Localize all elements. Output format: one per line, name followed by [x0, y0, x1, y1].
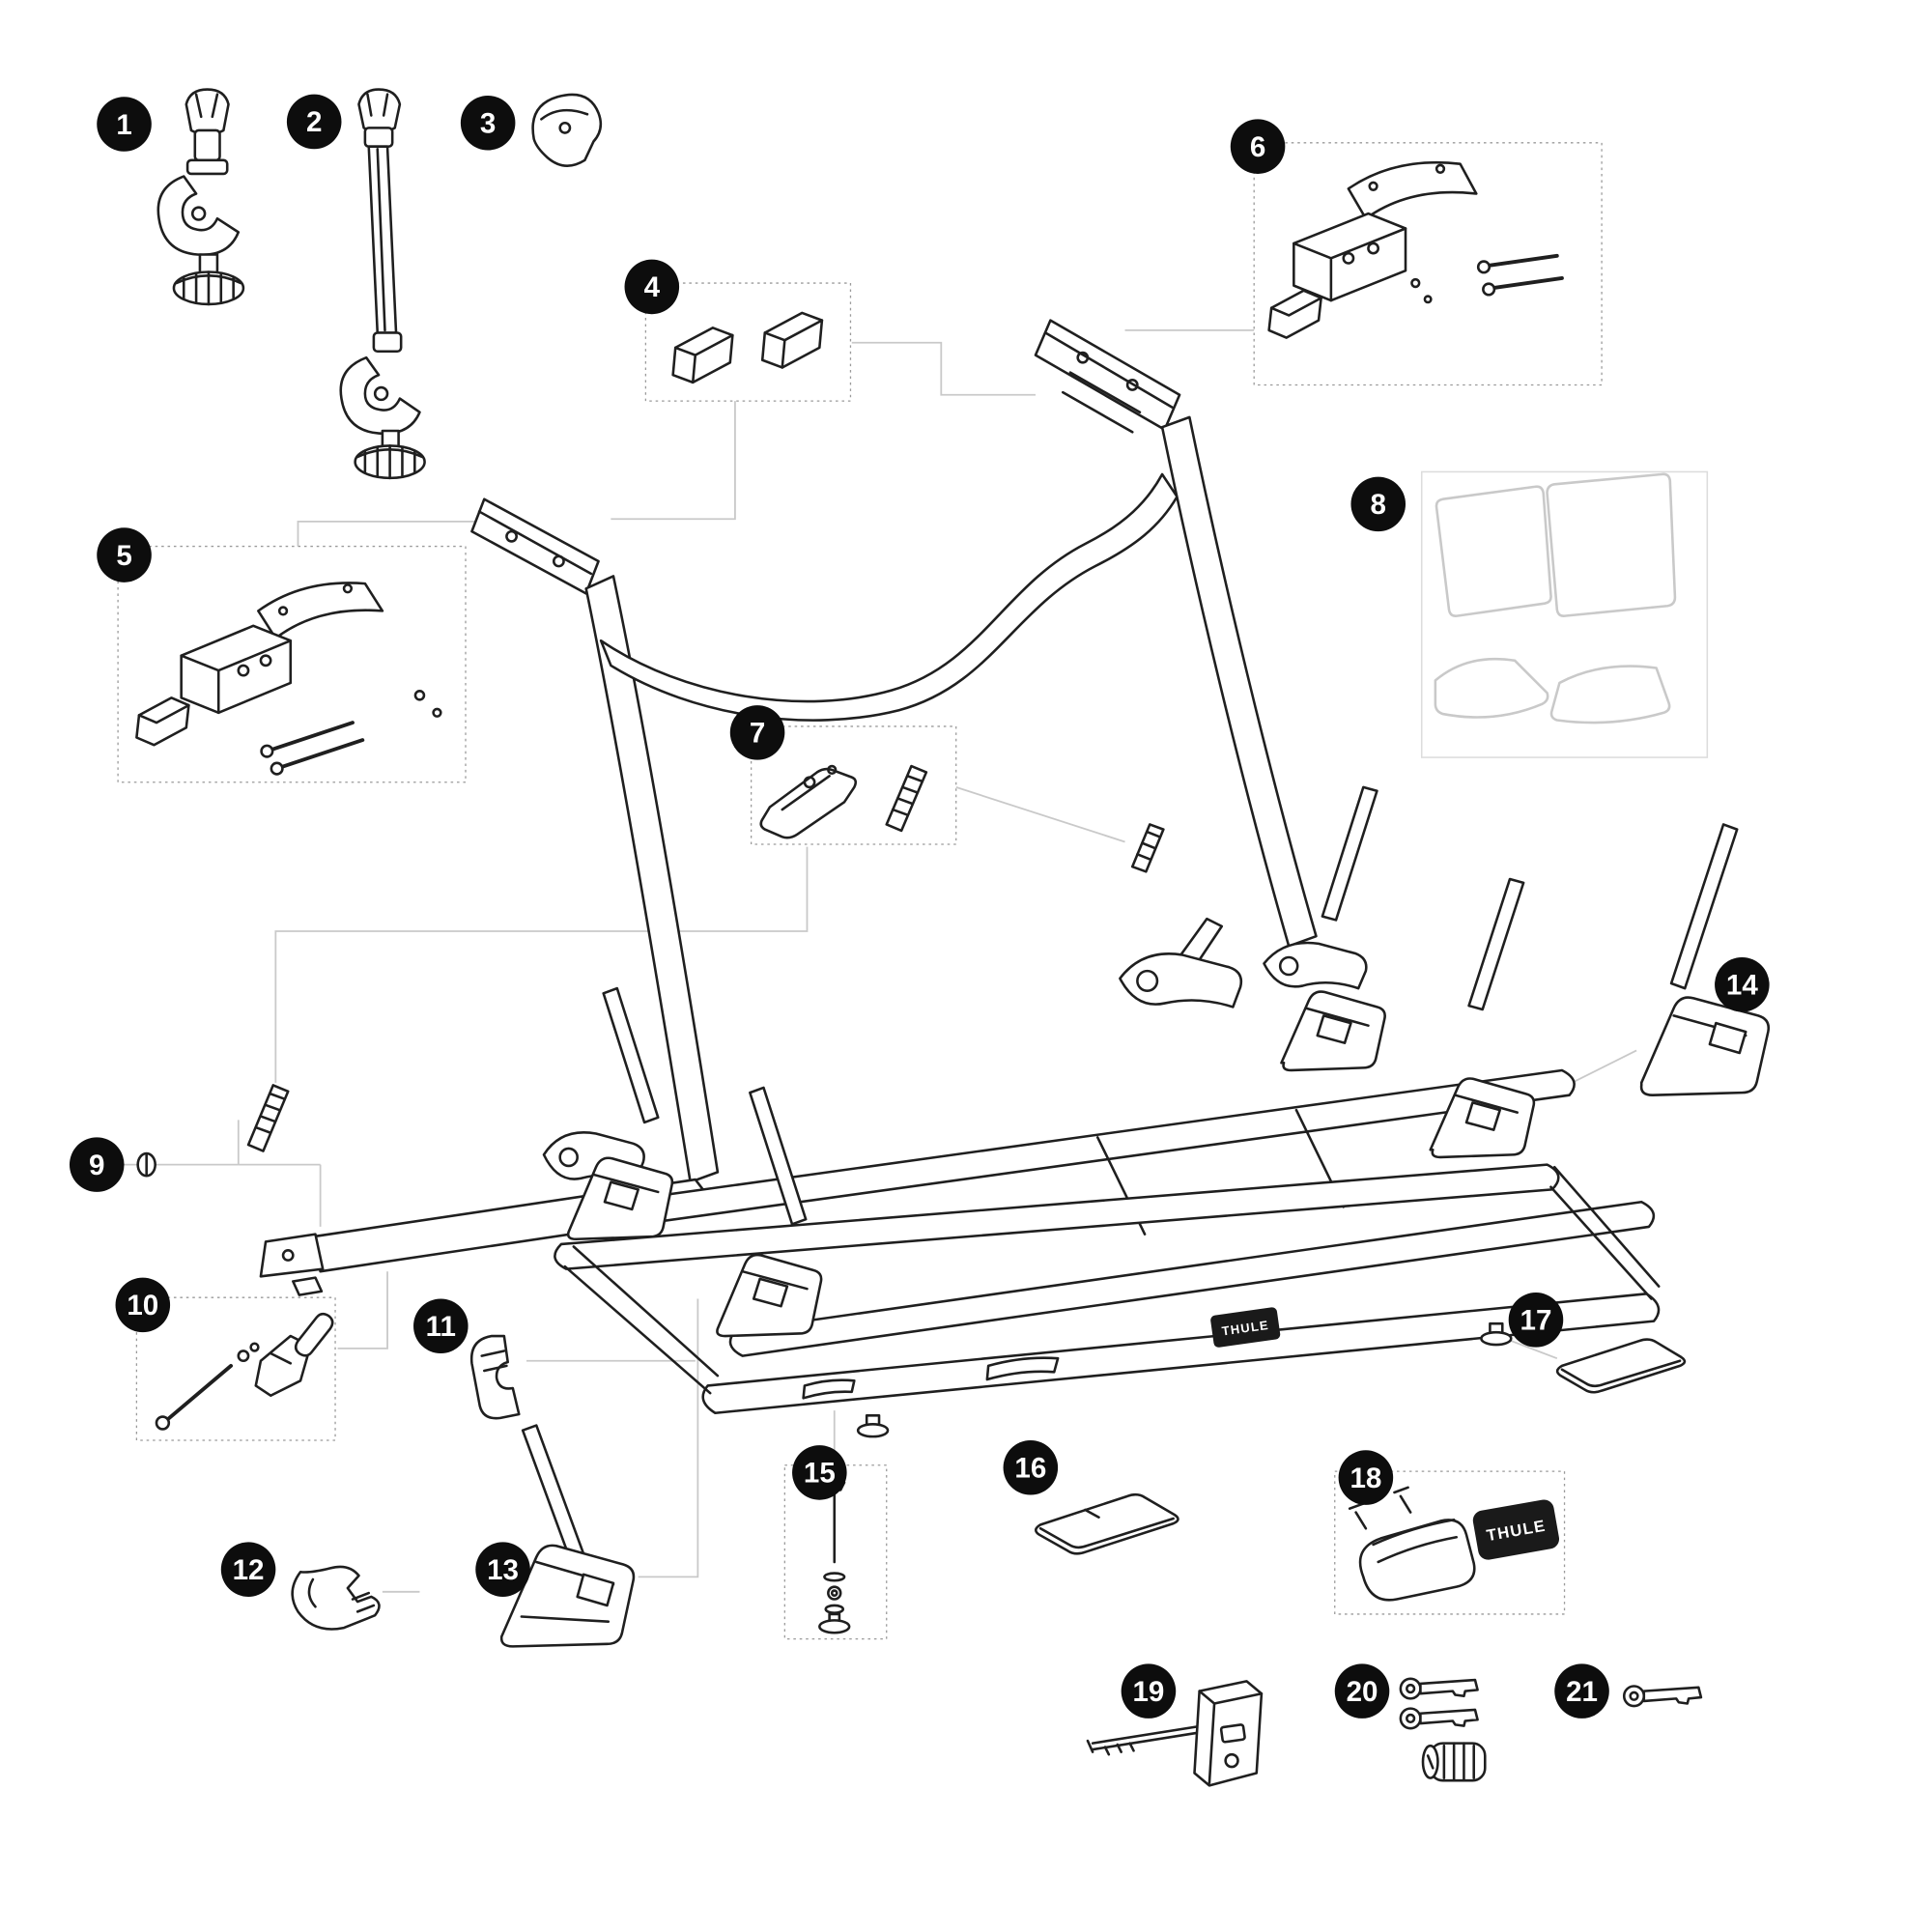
svg-text:12: 12	[233, 1554, 265, 1586]
bike-rack-platform-illustration: THULE	[542, 785, 1661, 1438]
wheel-holder-with-strap-right-illustration	[1639, 823, 1771, 1096]
part-badge-12: 12	[220, 1542, 276, 1597]
lock-barrel-with-key-illustration	[1086, 1680, 1264, 1787]
cover-strip-illustration	[1035, 1492, 1179, 1555]
thule-logo-text: THULE	[1221, 1318, 1270, 1339]
key-illustration	[1622, 1685, 1703, 1708]
mounting-bracket-kit-left-illustration	[135, 582, 442, 776]
part-badge-7: 7	[729, 705, 785, 760]
svg-text:6: 6	[1250, 131, 1265, 163]
svg-text:19: 19	[1133, 1676, 1165, 1708]
svg-text:3: 3	[480, 108, 496, 140]
svg-text:11: 11	[426, 1311, 456, 1343]
svg-text:5: 5	[116, 540, 131, 572]
svg-text:4: 4	[644, 271, 661, 303]
svg-text:18: 18	[1350, 1463, 1381, 1494]
keys-and-lock-cylinder-illustration	[1399, 1677, 1487, 1782]
end-cap-logo-kit-illustration: THULE	[1348, 1486, 1560, 1602]
plug-illustration	[136, 1151, 156, 1178]
svg-text:14: 14	[1726, 970, 1758, 1002]
part-badge-21: 21	[1554, 1663, 1609, 1719]
protective-pads-illustration	[1434, 472, 1677, 724]
part-badge-16: 16	[1003, 1440, 1059, 1495]
part-badge-1: 1	[97, 97, 152, 152]
thule-logo-cap: THULE	[1472, 1499, 1560, 1560]
frame-holder-clamp-short-illustration	[156, 88, 245, 306]
part-badge-14: 14	[1715, 957, 1770, 1012]
svg-text:13: 13	[487, 1554, 519, 1586]
part-badge-5: 5	[97, 527, 152, 582]
part-badge-10: 10	[115, 1277, 171, 1333]
svg-text:9: 9	[89, 1150, 104, 1181]
part-badge-18: 18	[1338, 1450, 1394, 1505]
svg-text:20: 20	[1347, 1676, 1378, 1708]
svg-text:10: 10	[127, 1290, 158, 1321]
wheel-holder-with-strap-illustration	[499, 1424, 636, 1648]
mounting-bracket-kit-right-illustration	[1267, 160, 1564, 339]
svg-text:16: 16	[1014, 1453, 1046, 1485]
part-badge-13: 13	[475, 1542, 530, 1597]
part-badge-9: 9	[69, 1137, 125, 1192]
part-badge-19: 19	[1121, 1663, 1177, 1719]
part-badge-20: 20	[1334, 1663, 1390, 1719]
buckle-and-rail-insert-illustration	[759, 764, 928, 839]
part-8-kit-box	[1420, 470, 1709, 758]
part-badge-6: 6	[1230, 119, 1286, 174]
part-badge-8: 8	[1350, 476, 1406, 532]
svg-text:21: 21	[1566, 1676, 1598, 1708]
svg-text:17: 17	[1520, 1305, 1552, 1337]
part-badge-11: 11	[413, 1298, 469, 1354]
part-badge-17: 17	[1508, 1293, 1564, 1348]
frame-holder-clamp-long-illustration	[339, 88, 426, 480]
part-5-kit-box	[117, 545, 467, 783]
knob-cap-illustration	[531, 93, 603, 167]
fastener-kit-illustration	[155, 1312, 334, 1431]
part-badge-2: 2	[286, 94, 342, 150]
leader-lines	[124, 329, 1637, 1593]
svg-text:1: 1	[116, 109, 131, 141]
part-6-kit-box	[1253, 142, 1603, 386]
rail-clips-illustration	[671, 311, 824, 384]
svg-text:7: 7	[750, 718, 765, 750]
clip-illustration	[469, 1334, 521, 1420]
svg-text:15: 15	[804, 1458, 836, 1490]
svg-text:8: 8	[1371, 489, 1386, 521]
bolt-washer-foot-kit-illustration	[818, 1481, 851, 1634]
cover-strip-right-illustration	[1555, 1338, 1687, 1394]
part-badge-15: 15	[792, 1445, 847, 1500]
part-badge-3: 3	[460, 95, 516, 151]
holder-bracket-illustration	[291, 1565, 381, 1631]
part-10-kit-box	[135, 1296, 336, 1441]
thule-logo-patch: THULE	[1210, 1307, 1281, 1348]
svg-text:2: 2	[306, 106, 322, 138]
part-badge-4: 4	[624, 259, 680, 315]
